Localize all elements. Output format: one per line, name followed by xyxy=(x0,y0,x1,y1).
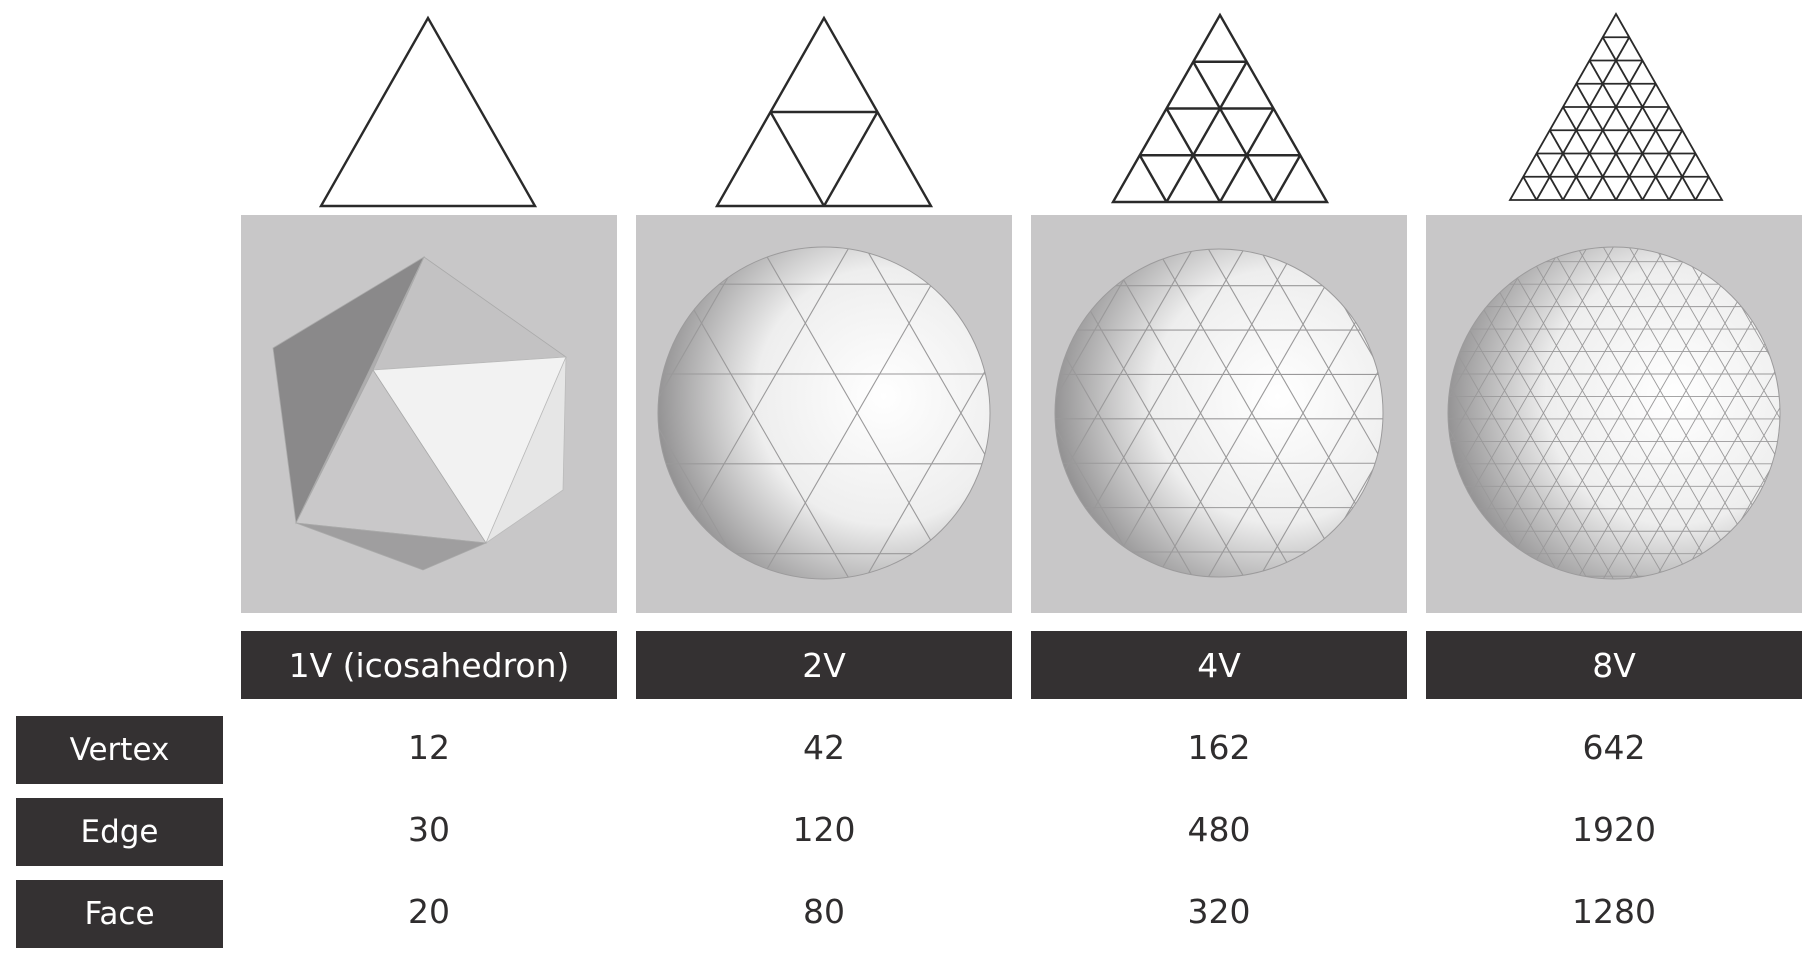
triangle-4v xyxy=(1110,12,1330,204)
subdivision-line xyxy=(1522,176,1538,201)
edge-count-8v: 1920 xyxy=(1572,809,1656,849)
subdivision-line xyxy=(769,111,826,207)
triangle-2v xyxy=(714,15,934,208)
column-header-2v: 2V xyxy=(636,631,1012,699)
subdivision-line xyxy=(1535,36,1631,201)
face-count-8v: 1280 xyxy=(1572,891,1656,931)
subdivision-line xyxy=(1601,36,1697,201)
subdivision-line xyxy=(1694,176,1710,201)
subdivision-line xyxy=(822,111,879,207)
face-count-2v: 80 xyxy=(803,891,845,931)
geodesic-8v-render xyxy=(1426,215,1802,613)
subdivision-line xyxy=(1588,83,1657,201)
triangle-1v xyxy=(318,15,538,208)
sphere-surface xyxy=(1055,249,1383,577)
mesh-lines xyxy=(658,247,990,579)
row-label-edge: Edge xyxy=(16,798,223,866)
column-header-1v: 1V (icosahedron) xyxy=(241,631,617,699)
mesh-lines xyxy=(1055,249,1383,577)
subdivision-line xyxy=(1272,154,1302,203)
vertex-count-4v: 162 xyxy=(1187,727,1251,767)
edge-count-2v: 120 xyxy=(792,809,856,849)
subdivision-line xyxy=(1641,129,1684,201)
geodesic-2v-render xyxy=(636,215,1012,613)
vertex-count-1v: 12 xyxy=(408,727,450,767)
subdivision-line xyxy=(1575,83,1644,201)
face-count-4v: 320 xyxy=(1187,891,1251,931)
column-header-8v: 8V xyxy=(1426,631,1802,699)
vertex-count-8v: 642 xyxy=(1582,727,1646,767)
row-label-vertex: Vertex xyxy=(16,716,223,784)
geodesic-4v-render xyxy=(1031,215,1407,613)
triangle-outline xyxy=(318,15,538,208)
edge-count-4v: 480 xyxy=(1187,809,1251,849)
subdivision-line xyxy=(1548,129,1591,201)
mesh-lines xyxy=(1448,247,1780,579)
column-header-4v: 4V xyxy=(1031,631,1407,699)
edge-count-1v: 30 xyxy=(408,809,450,849)
face-count-1v: 20 xyxy=(408,891,450,931)
sphere-surface xyxy=(1448,247,1780,579)
sphere-outline xyxy=(1447,246,1781,580)
row-label-face: Face xyxy=(16,880,223,948)
subdivision-line xyxy=(1138,154,1168,203)
subdivision-line xyxy=(1165,61,1248,203)
face-right xyxy=(485,356,567,545)
vertex-count-2v: 42 xyxy=(803,727,845,767)
sphere-surface xyxy=(658,247,990,579)
triangle-8v xyxy=(1508,12,1724,201)
icosahedron-render xyxy=(241,215,617,613)
subdivision-line xyxy=(1192,61,1275,203)
sphere-outline xyxy=(1054,248,1384,578)
face-bottom xyxy=(295,522,488,571)
sphere-outline xyxy=(657,246,991,580)
